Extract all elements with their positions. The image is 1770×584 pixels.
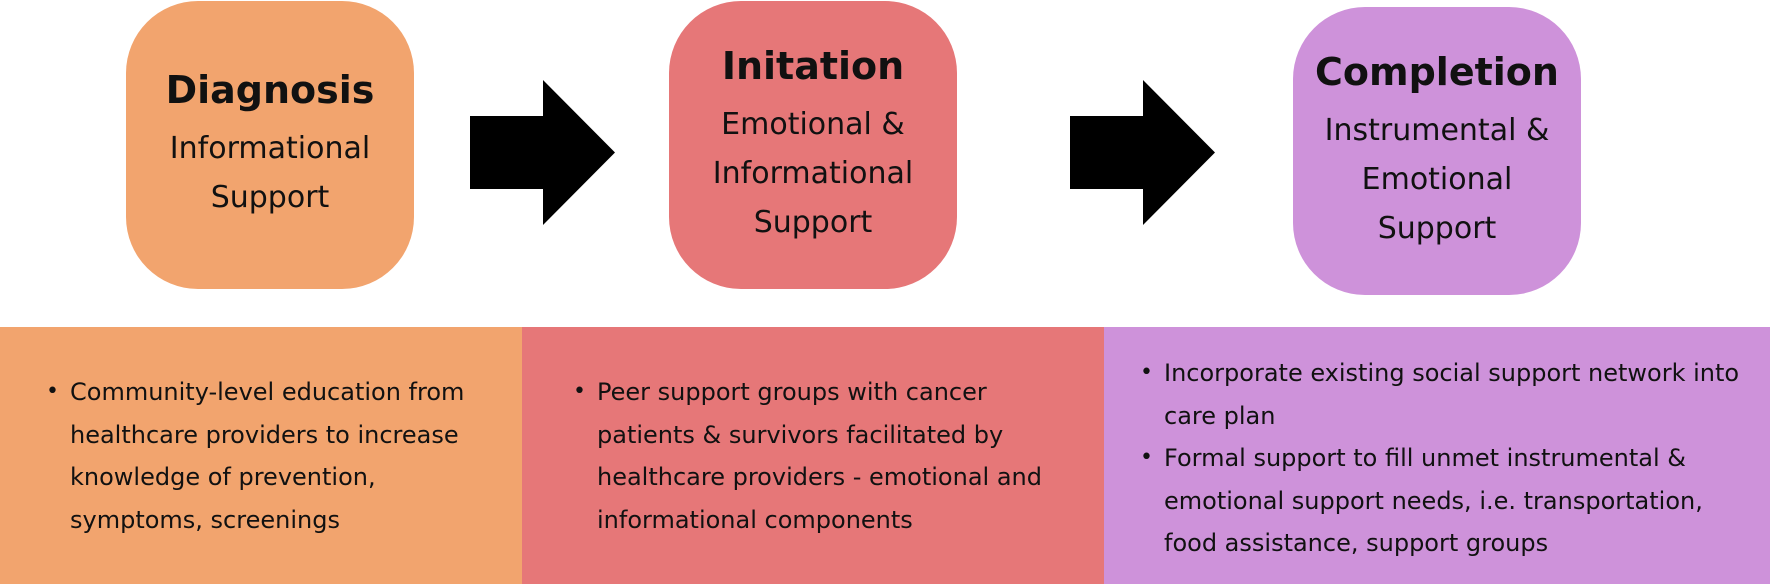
stage-title: Diagnosis <box>165 68 375 112</box>
right-arrow-icon <box>470 80 615 225</box>
list-item-text: Peer support groups with cancer patients… <box>597 378 1042 534</box>
list-item-text: Formal support to fill unmet instrumenta… <box>1164 444 1703 557</box>
stage-box-initiation: Initation Emotional & Informational Supp… <box>669 1 957 289</box>
list-item: • Formal support to fill unmet instrument… <box>1140 437 1740 565</box>
panel-completion: • Incorporate existing social support net… <box>1104 327 1770 584</box>
stage-subtitle: Informational Support <box>169 131 371 215</box>
list-item: • Community-level education from healthca… <box>46 371 486 541</box>
bullet-icon: • <box>573 379 586 404</box>
stage-subtitle: Instrumental & Emotional Support <box>1324 112 1550 246</box>
stage-subtitle: Emotional & Informational Support <box>712 106 914 240</box>
stage-title: Completion <box>1315 49 1559 94</box>
list-item-text: Incorporate existing social support netw… <box>1164 359 1740 430</box>
bullet-list: • Peer support groups with cancer patient… <box>573 371 1063 541</box>
panel-diagnosis: • Community-level education from healthca… <box>0 327 522 584</box>
bullet-icon: • <box>1140 360 1153 385</box>
list-item-text: Community-level education from healthcar… <box>70 378 465 534</box>
list-item: • Peer support groups with cancer patient… <box>573 371 1063 541</box>
right-arrow-icon <box>1070 80 1215 225</box>
list-item: • Incorporate existing social support net… <box>1140 352 1740 437</box>
stage-title: Initation <box>721 43 905 88</box>
bullet-icon: • <box>46 379 59 404</box>
bullet-icon: • <box>1140 445 1153 470</box>
bullet-list: • Incorporate existing social support net… <box>1140 352 1740 565</box>
stage-box-diagnosis: Diagnosis Informational Support <box>126 1 414 289</box>
bullet-list: • Community-level education from healthca… <box>46 371 486 541</box>
stage-box-completion: Completion Instrumental & Emotional Supp… <box>1293 7 1581 295</box>
panel-initiation: • Peer support groups with cancer patient… <box>522 327 1104 584</box>
